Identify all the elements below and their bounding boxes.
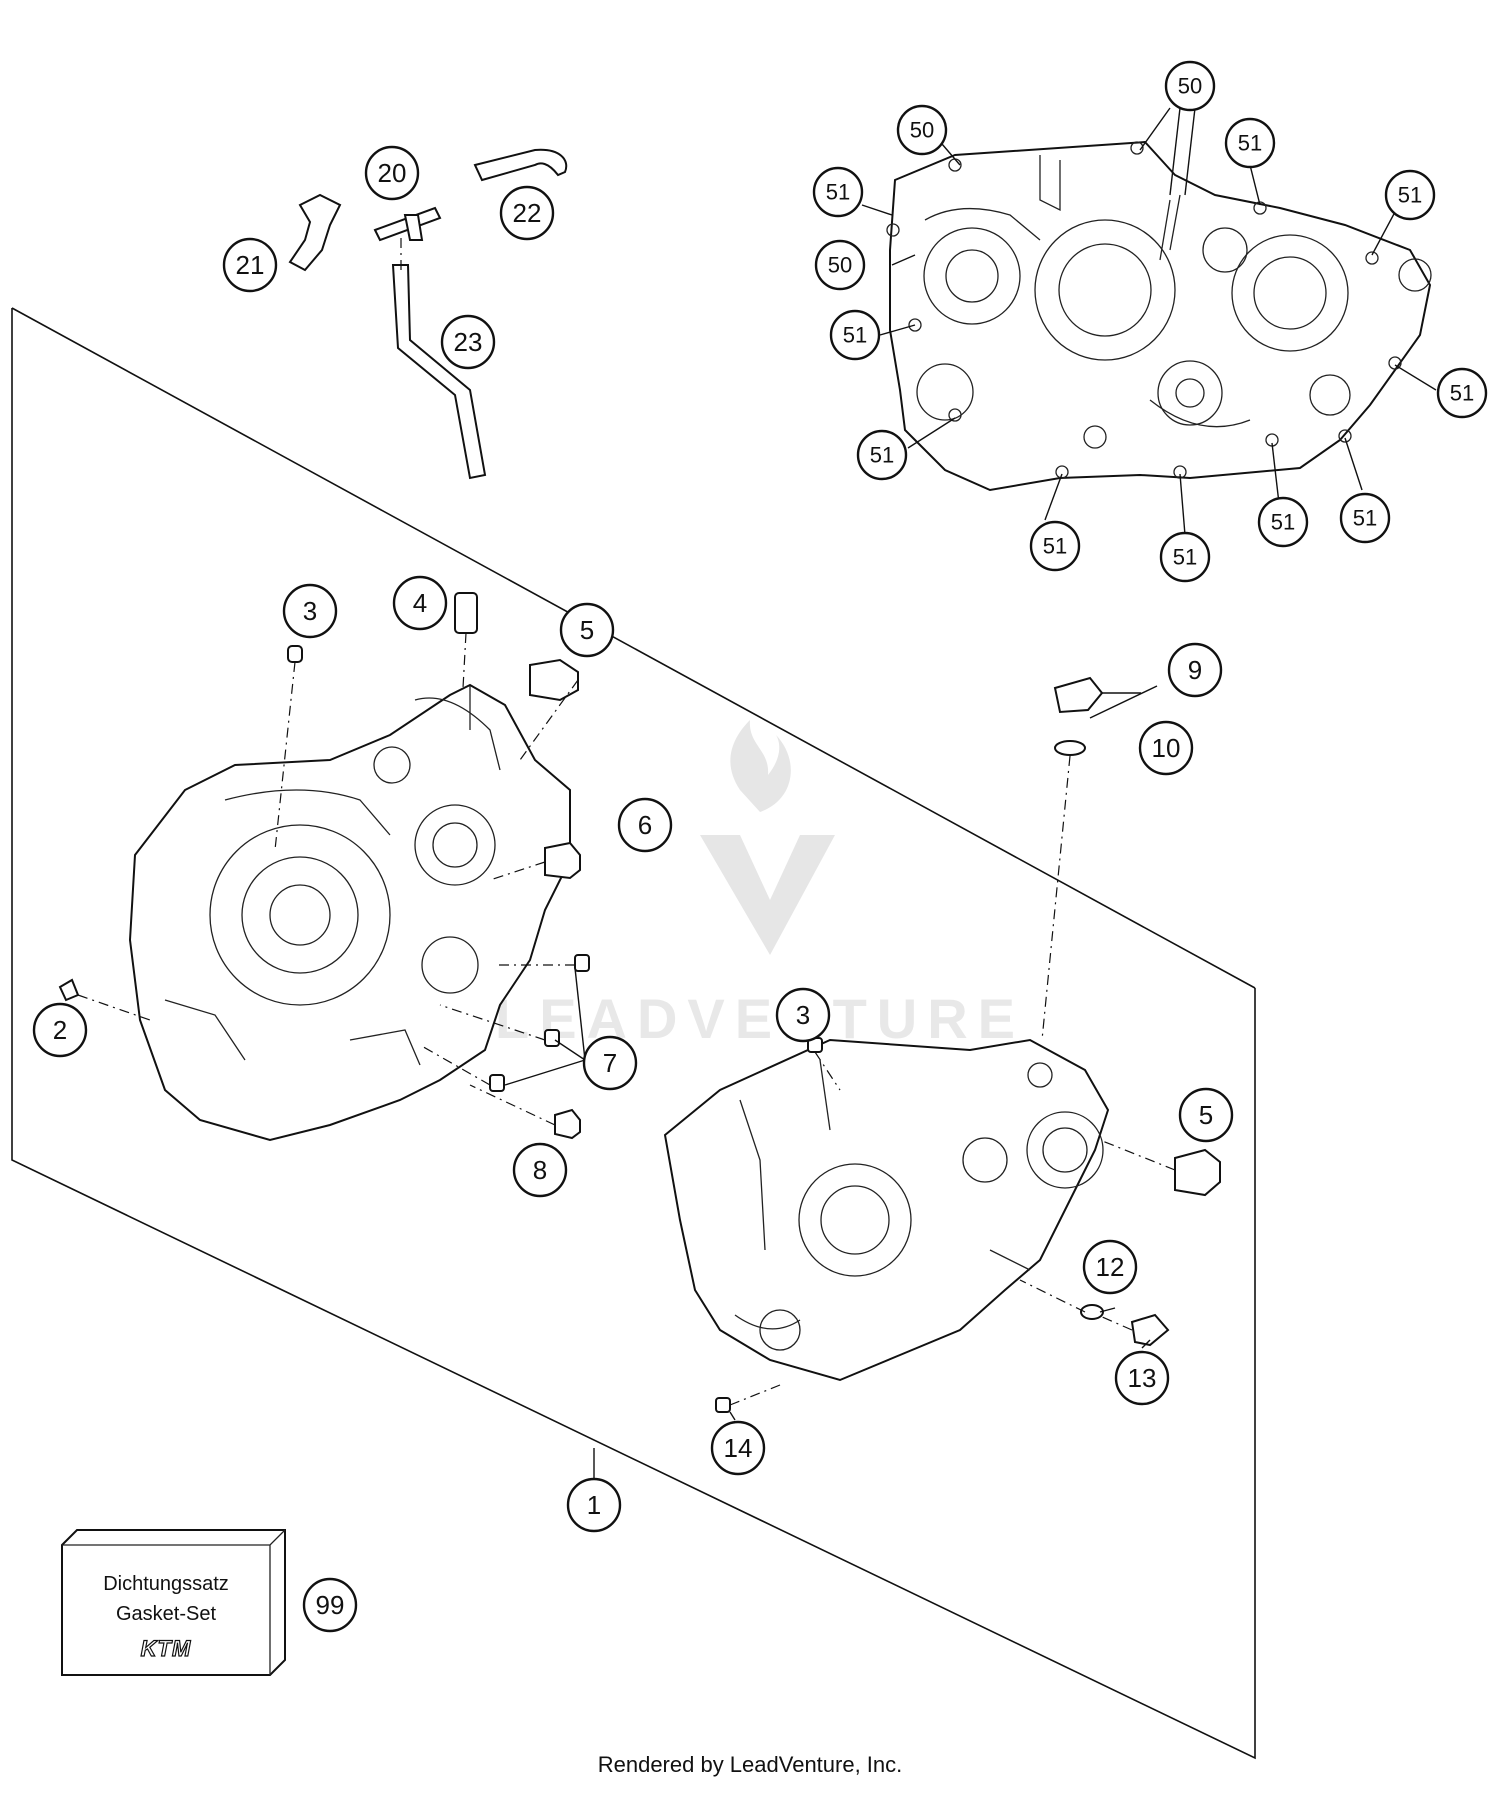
callout-51-j-label: 51: [1353, 506, 1377, 531]
callout-3-lower-label: 3: [796, 1000, 810, 1030]
part-4-nipple: [454, 592, 478, 634]
gasket-box-line1: Dichtungssatz: [103, 1573, 229, 1595]
callout-7: 7: [582, 1035, 638, 1091]
callout-50-c-label: 50: [828, 253, 852, 278]
callouts: 1 2 3 3 4 5 5 6 7 8 9 10 12 13 14 20 21 …: [32, 60, 1488, 1633]
callout-3-lower: 3: [775, 987, 831, 1043]
part-13-drain-plug: [1130, 1313, 1170, 1347]
callout-51-a-label: 51: [826, 180, 850, 205]
callout-4: 4: [392, 575, 448, 631]
crankcase-half-inner-view: [886, 140, 1432, 492]
callout-2: 2: [32, 1002, 88, 1058]
part-5-upper-seal: [529, 658, 579, 702]
leadventure-watermark: LEADVENTURE: [495, 720, 1025, 1050]
callout-23: 23: [440, 314, 496, 370]
ktm-logo: KTM: [141, 1636, 192, 1661]
watermark-text: LEADVENTURE: [495, 987, 1025, 1050]
callout-3-upper: 3: [282, 583, 338, 639]
callout-51-e-label: 51: [1450, 381, 1474, 406]
footer-credit: Rendered by LeadVenture, Inc.: [597, 1752, 903, 1777]
part-12-washer: [1080, 1304, 1104, 1320]
callout-20: 20: [364, 145, 420, 201]
part-7-pin-c: [489, 1074, 505, 1092]
callout-13-label: 13: [1128, 1363, 1157, 1393]
callout-50-a: 50: [896, 104, 948, 156]
callout-50-b-label: 50: [1178, 74, 1202, 99]
part-7-pin-a: [574, 954, 590, 972]
callout-5-upper: 5: [559, 602, 615, 658]
callout-51-b-label: 51: [1238, 131, 1262, 156]
callout-6-label: 6: [638, 810, 652, 840]
callout-51-j: 51: [1339, 492, 1391, 544]
callout-23-label: 23: [454, 327, 483, 357]
gasket-box-line2: Gasket-Set: [116, 1603, 216, 1625]
part-9-plug: [1053, 676, 1104, 714]
part-2-plug: [58, 978, 80, 1002]
callout-12: 12: [1082, 1239, 1138, 1295]
callout-50-a-label: 50: [910, 118, 934, 143]
callout-51-g: 51: [1029, 520, 1081, 572]
callout-51-c: 51: [1384, 169, 1436, 221]
callout-51-g-label: 51: [1043, 534, 1067, 559]
part-3-upper-screw: [287, 645, 303, 663]
gasket-set-box: Dichtungssatz Gasket-Set KTM: [61, 1529, 286, 1676]
callout-21-label: 21: [236, 250, 265, 280]
callout-51-h: 51: [1159, 531, 1211, 583]
part-5-lower-seal: [1174, 1148, 1221, 1197]
assembly-lines: [77, 232, 1176, 1406]
leader-lines: [504, 107, 1437, 1505]
callout-51-d: 51: [829, 309, 881, 361]
callout-10-label: 10: [1152, 733, 1181, 763]
part-8-bushing: [554, 1108, 581, 1140]
crankcase-half-left: [128, 683, 571, 1142]
callout-99-label: 99: [316, 1590, 345, 1620]
callout-51-i-label: 51: [1271, 510, 1295, 535]
callout-14: 14: [710, 1420, 766, 1476]
callout-51-f: 51: [856, 429, 908, 481]
part-14-screw: [715, 1397, 731, 1413]
callout-51-a: 51: [812, 166, 864, 218]
callout-22-label: 22: [513, 198, 542, 228]
callout-51-e: 51: [1436, 367, 1488, 419]
part-10-o-ring: [1054, 740, 1086, 756]
callout-20-label: 20: [378, 158, 407, 188]
callout-1-label: 1: [587, 1490, 601, 1520]
callout-3-upper-label: 3: [303, 596, 317, 626]
callout-10: 10: [1138, 720, 1194, 776]
callout-1: 1: [566, 1477, 622, 1533]
callout-12-label: 12: [1096, 1252, 1125, 1282]
small-parts: [58, 592, 1221, 1413]
callout-22: 22: [499, 185, 555, 241]
breather-hose-parts: [288, 148, 568, 480]
callout-4-label: 4: [413, 588, 427, 618]
callout-51-c-label: 51: [1398, 183, 1422, 208]
callout-99: 99: [302, 1577, 358, 1633]
callout-21: 21: [222, 237, 278, 293]
callout-51-f-label: 51: [870, 443, 894, 468]
callout-13: 13: [1114, 1350, 1170, 1406]
callout-51-i: 51: [1257, 496, 1309, 548]
callout-9-label: 9: [1188, 655, 1202, 685]
callout-14-label: 14: [724, 1433, 753, 1463]
part-6-bushing: [544, 841, 581, 880]
callout-51-h-label: 51: [1173, 545, 1197, 570]
callout-5-lower-label: 5: [1199, 1100, 1213, 1130]
callout-50-c: 50: [814, 239, 866, 291]
callout-5-lower: 5: [1178, 1087, 1234, 1143]
callout-7-label: 7: [603, 1048, 617, 1078]
assembly-frame: [11, 307, 1256, 1760]
part-7-pin-b: [544, 1029, 560, 1047]
callout-51-b: 51: [1224, 117, 1276, 169]
callout-5-upper-label: 5: [580, 615, 594, 645]
callout-2-label: 2: [53, 1015, 67, 1045]
callout-51-d-label: 51: [843, 323, 867, 348]
crankcase-half-right: [663, 1038, 1110, 1382]
callout-50-b: 50: [1164, 60, 1216, 112]
callout-6: 6: [617, 797, 673, 853]
callout-8: 8: [512, 1142, 568, 1198]
callout-9: 9: [1167, 642, 1223, 698]
callout-8-label: 8: [533, 1155, 547, 1185]
